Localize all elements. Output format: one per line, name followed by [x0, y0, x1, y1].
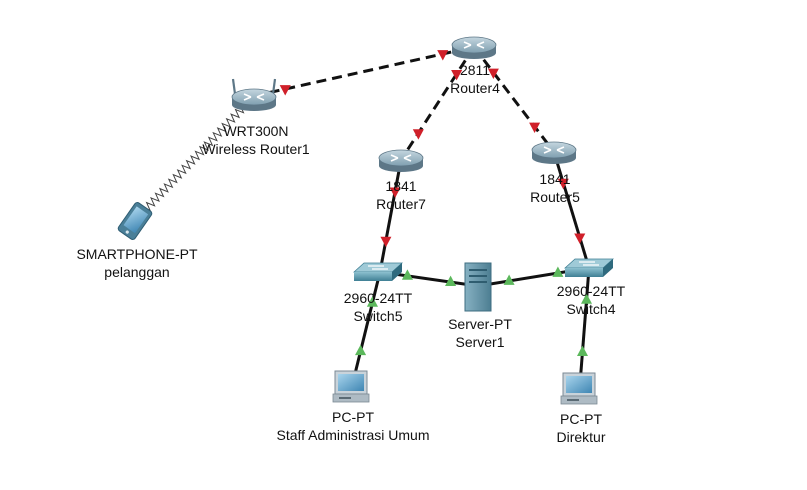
- pc-staff-device[interactable]: [332, 370, 370, 403]
- switch4-model-label: 2960-24TT: [557, 283, 626, 299]
- router-icon: [531, 141, 577, 164]
- link-wrouter1-router4-marker-b: [437, 50, 449, 61]
- link-switch5-server1-marker-a: [401, 269, 413, 280]
- switch4-name-label: Switch4: [566, 301, 615, 317]
- router4-name-label: Router4: [450, 80, 500, 96]
- pc-icon: [560, 372, 598, 405]
- pc-direktur-name-label: Direktur: [556, 429, 605, 445]
- server1-model-label: Server-PT: [448, 316, 512, 332]
- router5-name-label: Router5: [530, 189, 580, 205]
- link-router4-router5-marker-b: [529, 122, 541, 133]
- switch-icon: [352, 262, 404, 281]
- link-switch5-server1-marker-b: [445, 275, 457, 286]
- link-pc2-switch4-marker-b: [581, 293, 592, 304]
- link-server1-switch4-marker-b: [552, 266, 564, 277]
- smartphone-icon: [117, 202, 153, 240]
- link-wrouter1-router4[interactable]: [253, 45, 475, 98]
- link-router7-switch5-marker-b: [380, 236, 392, 248]
- pc-direktur-model-label: PC-PT: [560, 411, 602, 427]
- switch5-model-label: 2960-24TT: [344, 290, 413, 306]
- link-wrouter1-router4-marker-a: [279, 85, 291, 96]
- link-router5-switch4[interactable]: [552, 151, 591, 269]
- wireless-router1-name-label: Wireless Router1: [202, 141, 310, 157]
- pc-staff-model-label: PC-PT: [332, 409, 374, 425]
- link-pc1-switch5[interactable]: [351, 271, 382, 383]
- pc-direktur-device[interactable]: [560, 372, 598, 405]
- link-pc1-switch5-marker-b: [366, 296, 378, 307]
- wireless-router-icon: [231, 78, 277, 111]
- router-icon: [378, 149, 424, 172]
- server1-device[interactable]: [464, 262, 492, 312]
- smartphone-device[interactable]: [117, 201, 153, 240]
- link-router7-switch5-marker-a: [389, 187, 401, 198]
- router4-device[interactable]: [451, 36, 497, 59]
- link-server1-switch4-marker-a: [503, 274, 515, 285]
- pc-icon: [332, 370, 370, 403]
- link-router5-switch4-marker-a: [557, 178, 569, 190]
- router5-device[interactable]: [531, 141, 577, 164]
- router4-model-label: 2811: [460, 62, 490, 78]
- router7-device[interactable]: [378, 149, 424, 172]
- link-phone-wrouter1[interactable]: [141, 94, 258, 212]
- link-router4-router7-marker-a: [451, 70, 463, 81]
- switch4-device[interactable]: [563, 258, 615, 277]
- router7-name-label: Router7: [376, 196, 426, 212]
- switch5-name-label: Switch5: [353, 308, 402, 324]
- link-pc1-switch5-marker-a: [355, 344, 367, 356]
- switch5-device[interactable]: [352, 262, 404, 281]
- server-icon: [464, 262, 492, 312]
- link-router4-router7[interactable]: [399, 46, 476, 161]
- wireless-router1-device[interactable]: [231, 78, 277, 111]
- link-router7-switch5[interactable]: [378, 159, 403, 273]
- smartphone-name-label: pelanggan: [104, 264, 169, 280]
- link-router4-router5[interactable]: [472, 46, 556, 153]
- wireless-router1-model-label: WRT300N: [223, 123, 288, 139]
- pc-staff-name-label: Staff Administrasi Umum: [276, 427, 429, 443]
- smartphone-model-label: SMARTPHONE-PT: [76, 246, 198, 262]
- link-status-markers: [279, 50, 592, 356]
- router5-model-label: 1841: [539, 171, 570, 187]
- server1-name-label: Server1: [455, 334, 504, 350]
- link-router4-router5-marker-a: [487, 68, 499, 79]
- link-router4-router7-marker-b: [412, 129, 424, 140]
- link-pc2-switch4[interactable]: [578, 267, 591, 385]
- router7-model-label: 1841: [385, 178, 416, 194]
- link-router5-switch4-marker-b: [574, 233, 586, 244]
- switch-icon: [563, 258, 615, 277]
- router-icon: [451, 36, 497, 59]
- link-pc2-switch4-marker-a: [577, 345, 588, 356]
